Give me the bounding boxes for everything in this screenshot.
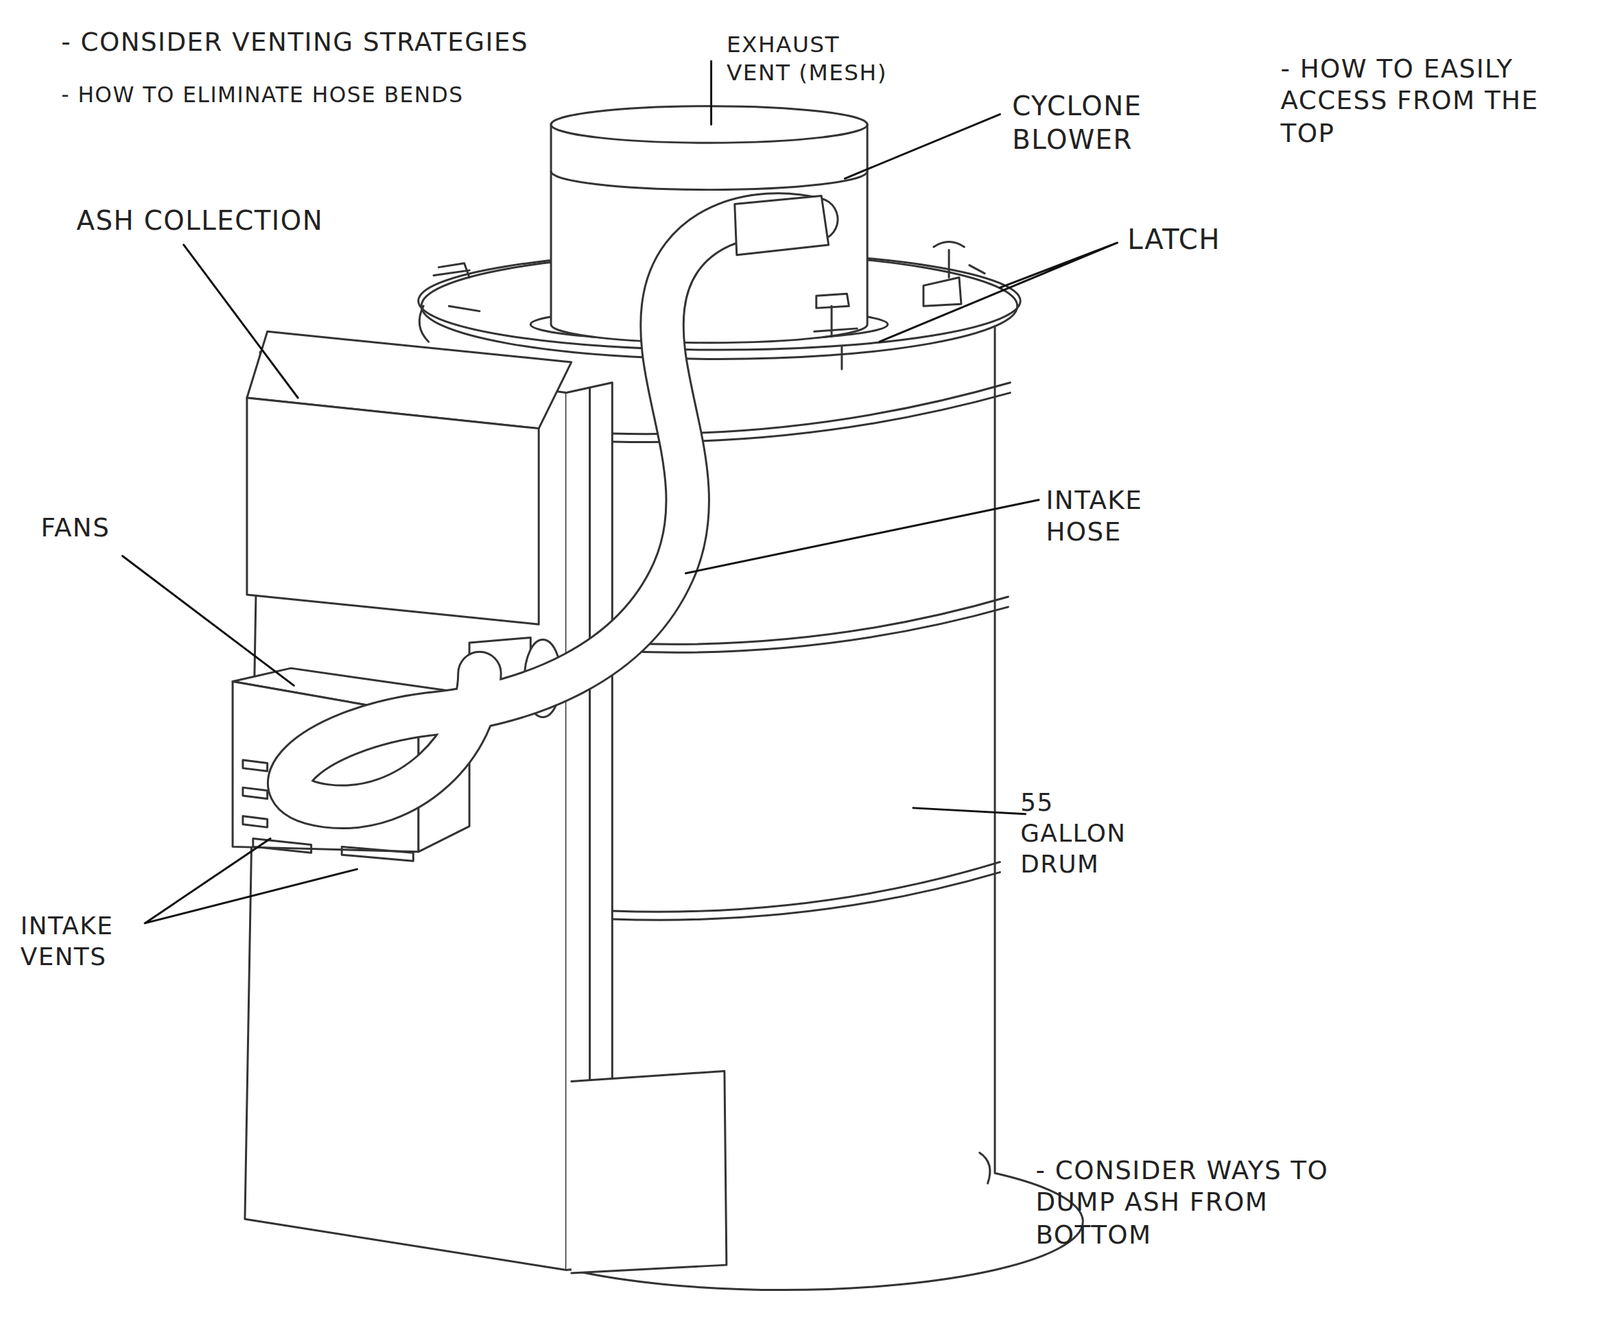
note: - CONSIDER VENTING STRATEGIES	[61, 26, 633, 59]
leader-line	[144, 838, 357, 923]
leader-line	[183, 244, 299, 398]
leader-line	[122, 556, 294, 687]
intake-hose	[289, 214, 817, 807]
blower-band	[550, 171, 868, 191]
drum-rib	[979, 1153, 991, 1185]
latch	[923, 241, 985, 307]
leader-line	[710, 61, 713, 125]
note: - HOW TO EASILY ACCESS FROM THE TOP	[1280, 52, 1587, 149]
leader-line	[844, 114, 1000, 180]
leader-line	[879, 242, 1118, 342]
part-label: FANS	[40, 512, 163, 545]
leader-line	[913, 808, 1026, 815]
part-label: EXHAUST VENT (MESH)	[726, 30, 911, 88]
part-label: LATCH	[1127, 222, 1291, 257]
part-label: 55 GALLON DRUM	[1020, 787, 1143, 880]
exhaust-vent	[550, 106, 868, 144]
ash-box	[246, 397, 539, 625]
part-label: ASH COLLECTION	[76, 203, 404, 237]
ash-door	[571, 1071, 727, 1274]
drum-rib	[612, 872, 1000, 921]
hose-cuff	[734, 196, 829, 256]
part-label: INTAKE VENTS	[20, 911, 143, 973]
intake-hose-outline	[289, 214, 817, 807]
leader-line	[685, 500, 1039, 574]
part-label: CYCLONE BLOWER	[1012, 89, 1196, 157]
note: - HOW TO ELIMINATE HOSE BENDS	[61, 81, 633, 109]
part-label: INTAKE HOSE	[1045, 484, 1209, 549]
latch	[419, 263, 480, 343]
latch	[814, 293, 857, 370]
drum-body	[571, 326, 1084, 1291]
note: - CONSIDER WAYS TO DUMP ASH FROM BOTTOM	[1036, 1155, 1353, 1251]
